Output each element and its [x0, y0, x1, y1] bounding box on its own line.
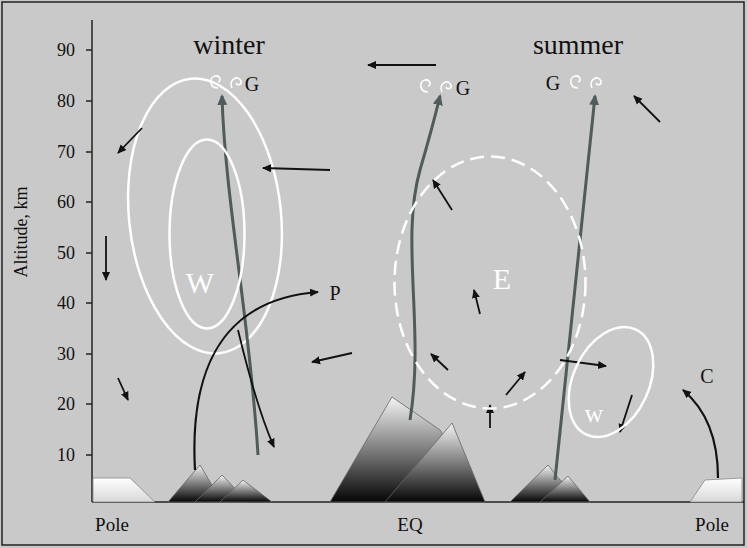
flow-arrows	[474, 290, 480, 314]
mountains	[330, 397, 485, 502]
latitude-label: EQ	[397, 515, 422, 534]
wave-breaking-symbol	[211, 76, 220, 88]
wave-breaking-symbol	[421, 80, 430, 92]
wave-label: P	[329, 283, 340, 303]
season-heading: summer	[533, 31, 623, 59]
axis-tick-label: 30	[57, 345, 75, 363]
axis-ticks	[86, 454, 92, 456]
flow-arrows	[506, 372, 525, 395]
mountains	[510, 465, 590, 502]
flow-arrows	[368, 64, 436, 66]
season-heading: winter	[193, 31, 265, 59]
axis-tick-label: 20	[57, 395, 75, 413]
axis-tick-label: 80	[57, 92, 75, 110]
axis-ticks	[86, 151, 92, 153]
axis-tick-label: 40	[57, 294, 75, 312]
wave-breaking-symbol	[211, 76, 601, 92]
mountains	[168, 397, 590, 502]
axis-ticks	[86, 50, 92, 455]
westerly-jet-small: w	[570, 326, 652, 438]
wave-breaking-symbol	[231, 78, 241, 88]
polar-cap	[93, 478, 155, 502]
axis-title: Altitude, km	[12, 187, 30, 278]
flow-arrows	[263, 168, 330, 170]
jet-label: w	[585, 401, 604, 427]
ellipse-outline	[570, 326, 652, 438]
axis-tick-label: 70	[57, 143, 75, 161]
flow-arrows	[431, 354, 448, 370]
flow-arrows	[118, 128, 142, 153]
flow-arrows	[433, 180, 452, 210]
flow-arrows	[105, 236, 107, 280]
axis-ticks	[86, 302, 92, 304]
latitude-label: Pole	[695, 515, 729, 534]
polar-cap	[690, 478, 742, 502]
mountains	[220, 480, 272, 502]
ellipse-outline	[395, 157, 586, 409]
flow-arrows	[560, 360, 606, 366]
flow-arrows	[238, 330, 274, 447]
flow-arrows	[194, 292, 318, 470]
easterly-jet: E	[393, 155, 587, 410]
wave-label: G	[456, 78, 470, 98]
ellipse-outline	[168, 138, 246, 330]
axis-tick-label: 60	[57, 193, 75, 211]
axis-ticks	[86, 252, 92, 254]
altitude-axis	[91, 20, 93, 502]
wave-breaking-symbol	[441, 82, 451, 92]
flow-arrows	[118, 378, 128, 400]
ellipse-outline	[393, 155, 587, 410]
wave-label: G	[546, 73, 560, 93]
gravity-wave-paths	[222, 96, 595, 480]
flow-arrows	[634, 96, 660, 122]
jet-label: W	[186, 268, 214, 298]
wave-breaking-symbol	[591, 78, 601, 88]
gravity-wave-paths	[410, 96, 440, 420]
flow-arrows	[106, 65, 718, 478]
wave-label: C	[700, 366, 713, 386]
axis-tick-label: 50	[57, 244, 75, 262]
axis-ticks	[86, 201, 92, 203]
ellipse-outline	[552, 313, 670, 450]
axis-ticks	[86, 403, 92, 405]
flow-arrows	[312, 353, 352, 362]
flow-arrows	[683, 390, 718, 478]
axis-ticks	[86, 100, 92, 102]
mountains	[540, 476, 590, 502]
westerly-jet: W	[168, 138, 246, 330]
axis-ticks	[86, 353, 92, 355]
wave-label: G	[245, 74, 259, 94]
wave-breaking-symbol	[571, 76, 580, 88]
jet-label: E	[493, 264, 511, 294]
jet-contour	[115, 71, 295, 361]
axis-tick-label: 90	[57, 41, 75, 59]
mountains	[385, 423, 485, 502]
axis-ticks	[86, 49, 92, 51]
ellipse-outline	[170, 140, 245, 329]
axis-tick-label: 10	[57, 446, 75, 464]
latitude-label: Pole	[95, 515, 129, 534]
